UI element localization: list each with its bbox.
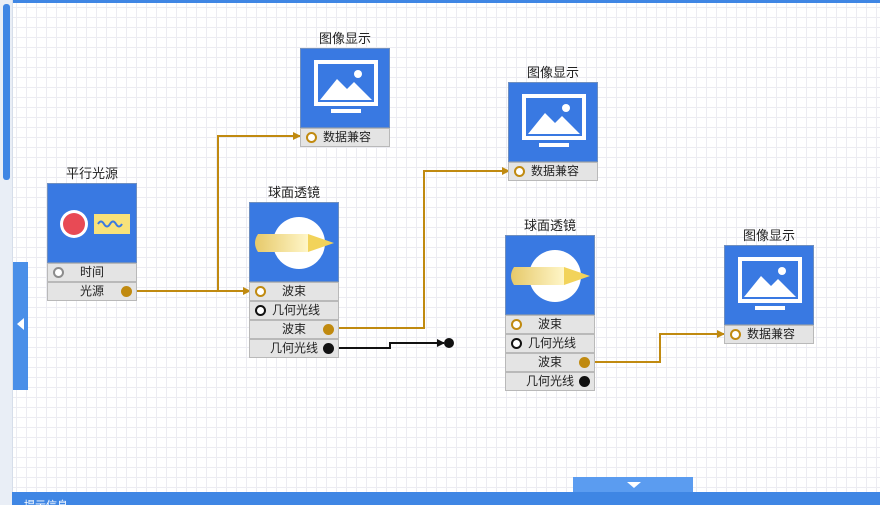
port-rays-in[interactable]: 几何光线 [249,301,339,320]
port-label: 数据兼容 [323,130,372,144]
node-title: 图像显示 [742,229,795,244]
port-label: 几何光线 [525,374,574,388]
port-label: 波束 [281,322,306,336]
monitor-image-icon [724,245,814,325]
input-port[interactable] [514,166,525,177]
output-port[interactable] [323,343,334,354]
port-label: 数据兼容 [531,164,580,178]
port-label: 时间 [79,265,104,279]
port-time[interactable]: 时间 [47,263,137,282]
port-beam-in[interactable]: 波束 [505,315,595,334]
link-lens1-rays [333,339,445,349]
chevron-down-icon [627,482,641,488]
input-port[interactable] [306,132,317,143]
link-light-to-display1 [217,132,301,291]
input-port[interactable] [255,286,266,297]
node-image-display-2[interactable]: 图像显示 数据兼容 [508,62,598,181]
port-label: 波束 [281,284,306,298]
link-lens1-to-display2 [334,167,510,329]
chevron-left-icon [17,318,24,330]
rays-endpoint [444,338,454,348]
port-label: 几何光线 [272,303,321,317]
port-data-compatible[interactable]: 数据兼容 [508,162,598,181]
port-label: 波束 [537,355,562,369]
port-rays-out[interactable]: 几何光线 [505,372,595,391]
node-title: 平行光源 [65,167,118,182]
input-port[interactable] [730,329,741,340]
status-label: 提示信息 [24,497,68,505]
port-rays-in[interactable]: 几何光线 [505,334,595,353]
monitor-image-icon [508,82,598,162]
scrollbar-thumb[interactable] [3,4,10,180]
node-image-display-1[interactable]: 图像显示 数据兼容 [300,28,390,147]
node-title: 图像显示 [526,66,579,81]
bottom-panel-toggle[interactable] [573,477,693,492]
input-port[interactable] [511,319,522,330]
status-bar: 提示信息 [12,492,880,505]
top-border [0,0,880,3]
input-port[interactable] [53,267,64,278]
port-label: 数据兼容 [747,327,796,341]
input-port[interactable] [255,305,266,316]
monitor-image-icon [300,48,390,128]
port-beam-out[interactable]: 波束 [505,353,595,372]
port-label: 几何光线 [269,341,318,355]
output-port[interactable] [579,357,590,368]
port-beam-out[interactable]: 波束 [249,320,339,339]
lens-icon [249,202,339,282]
node-title: 球面透镜 [267,186,320,201]
lens-icon [505,235,595,315]
light-source-icon [47,183,137,263]
port-beam-in[interactable]: 波束 [249,282,339,301]
port-data-compatible[interactable]: 数据兼容 [724,325,814,344]
output-port[interactable] [323,324,334,335]
input-port[interactable] [511,338,522,349]
node-title: 图像显示 [318,32,371,47]
port-label: 光源 [79,284,104,298]
port-rays-out[interactable]: 几何光线 [249,339,339,358]
output-port[interactable] [579,376,590,387]
node-title: 球面透镜 [523,219,576,234]
vertical-scrollbar[interactable] [0,0,13,505]
port-data-compatible[interactable]: 数据兼容 [300,128,390,147]
node-spherical-lens-2[interactable]: 球面透镜 波束 几何光线 波束 几何光线 [505,215,595,391]
left-panel-toggle[interactable] [13,262,28,390]
port-light-source[interactable]: 光源 [47,282,137,301]
output-port[interactable] [121,286,132,297]
node-image-display-3[interactable]: 图像显示 数据兼容 [724,225,814,344]
port-label: 几何光线 [528,336,577,350]
node-spherical-lens-1[interactable]: 球面透镜 波束 几何光线 波束 几何光线 [249,182,339,358]
node-parallel-light[interactable]: 平行光源 时间 光源 [47,163,137,301]
link-lens2-to-display3 [590,330,725,363]
port-label: 波束 [537,317,562,331]
